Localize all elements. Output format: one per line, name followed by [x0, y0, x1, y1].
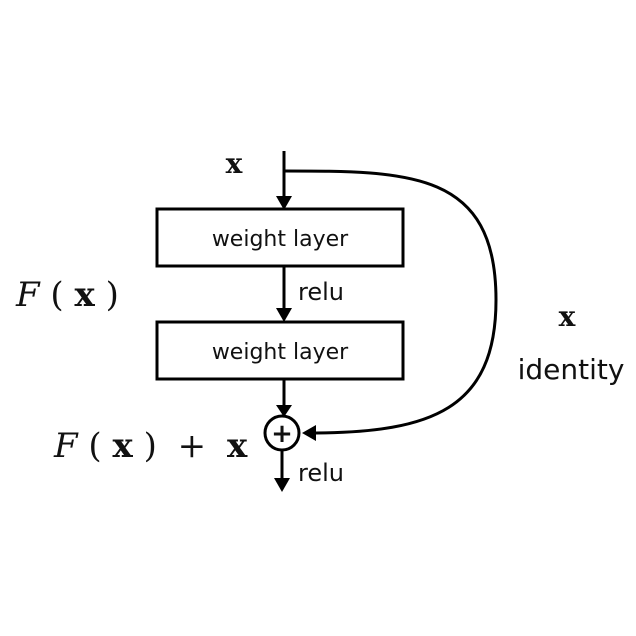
identity-shortcut-line	[283, 169, 498, 435]
script-f-symbol: F	[15, 275, 41, 315]
input-arrow-head	[276, 196, 292, 210]
open-paren-symbol: (	[88, 426, 101, 466]
weight-layer-1-label: weight layer	[212, 227, 349, 252]
to-sum-arrow-head	[276, 405, 292, 417]
input-x-label: x	[226, 147, 243, 180]
shortcut-x-label: x	[559, 300, 576, 333]
weight-layer-2-label: weight layer	[212, 340, 349, 365]
relu-2-label: relu	[298, 459, 344, 487]
output-arrow-head	[274, 478, 290, 492]
relu-1-label: relu	[298, 278, 344, 306]
close-paren-symbol: )	[106, 275, 119, 315]
output-sum-label: F ( x ) + x	[53, 426, 248, 466]
identity-label: identity	[518, 353, 625, 386]
shortcut-x-symbol: x	[227, 426, 248, 466]
open-paren-symbol: (	[50, 275, 63, 315]
plus-symbol: +	[178, 426, 207, 466]
identity-shortcut-arrow-head	[302, 425, 316, 441]
close-paren-symbol: )	[144, 426, 157, 466]
sum-x-symbol: x	[112, 426, 133, 466]
residual-x-symbol: x	[74, 275, 95, 315]
residual-function-label: F ( x )	[15, 275, 119, 315]
sum-plus-symbol: +	[271, 419, 293, 449]
script-f-symbol: F	[53, 426, 79, 466]
weight-layer-2-box	[155, 320, 405, 381]
weight-layer-1-box	[155, 207, 405, 268]
relu-1-arrow-head	[276, 308, 292, 322]
